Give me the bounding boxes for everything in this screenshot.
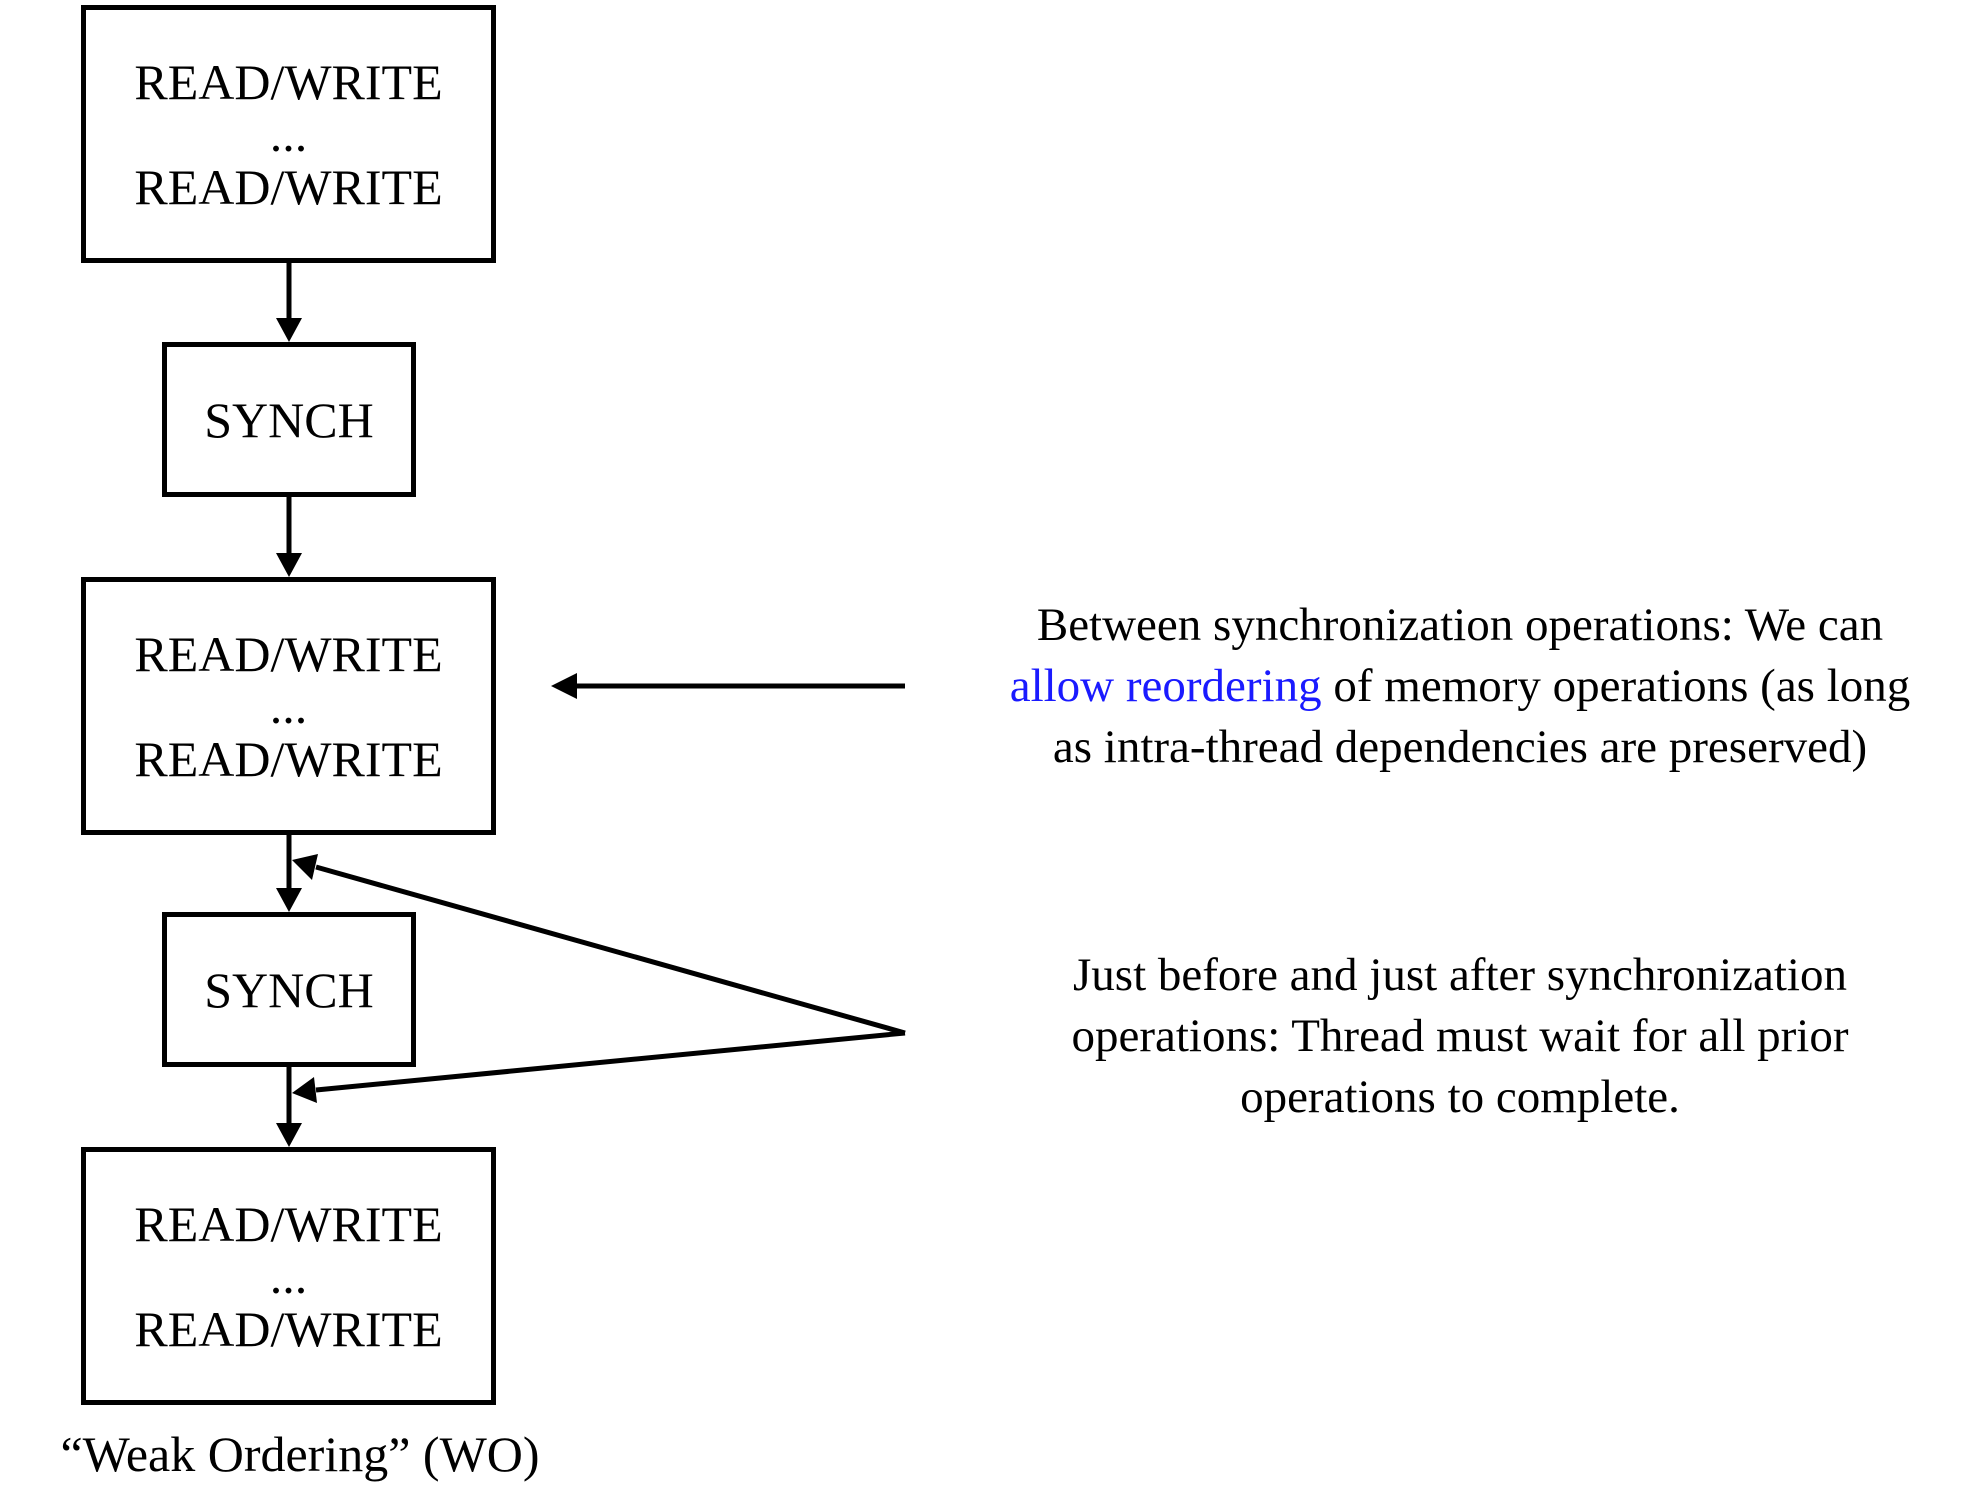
flow-arrow-rw2-to-synch2 <box>276 832 302 912</box>
flow-arrow-synch2-to-rw3 <box>276 1067 302 1147</box>
read-write-label: READ/WRITE <box>134 1195 443 1252</box>
annotation-arrow-reorder <box>551 673 905 699</box>
flow-arrow-rw1-to-synch1 <box>276 262 302 342</box>
annotation-wait-line2: operations: Thread must wait for all pri… <box>1071 1010 1849 1062</box>
ellipsis: ... <box>269 677 308 734</box>
annotation-arrow-before-synch <box>292 854 906 1036</box>
diagram-caption: “Weak Ordering” (WO) <box>60 1426 540 1482</box>
annotation-wait: Just before and just after synchronizati… <box>980 945 1940 1128</box>
annotation-arrow-after-synch <box>292 1030 906 1103</box>
allow-reordering-highlight: allow reordering <box>1009 660 1322 712</box>
synch-block-1: SYNCH <box>162 342 416 497</box>
ellipsis: ... <box>269 1247 308 1304</box>
annotation-reorder-line2: allow reordering of memory operations (a… <box>930 656 1984 717</box>
read-write-label: READ/WRITE <box>134 53 443 110</box>
read-write-label: READ/WRITE <box>134 625 443 682</box>
synch-block-2: SYNCH <box>162 912 416 1067</box>
annotation-reorder-line3: as intra-thread dependencies are preserv… <box>1052 721 1868 773</box>
read-write-block-2: READ/WRITE ... READ/WRITE <box>81 577 496 835</box>
annotation-wait-line1: Just before and just after synchronizati… <box>1073 949 1847 1001</box>
annotation-reorder-line1: Between synchronization operations: We c… <box>1036 599 1884 651</box>
annotation-reorder: Between synchronization operations: We c… <box>930 595 1984 778</box>
read-write-label: READ/WRITE <box>134 730 443 787</box>
read-write-label: READ/WRITE <box>134 1300 443 1357</box>
ellipsis: ... <box>269 105 308 162</box>
synch-label: SYNCH <box>204 391 374 448</box>
synch-label: SYNCH <box>204 961 374 1018</box>
read-write-label: READ/WRITE <box>134 158 443 215</box>
read-write-block-1: READ/WRITE ... READ/WRITE <box>81 5 496 263</box>
flow-arrow-synch1-to-rw2 <box>276 497 302 577</box>
annotation-reorder-line2-rest: of memory operations (as long <box>1321 660 1911 712</box>
annotation-wait-line3: operations to complete. <box>1240 1071 1680 1123</box>
read-write-block-3: READ/WRITE ... READ/WRITE <box>81 1147 496 1405</box>
